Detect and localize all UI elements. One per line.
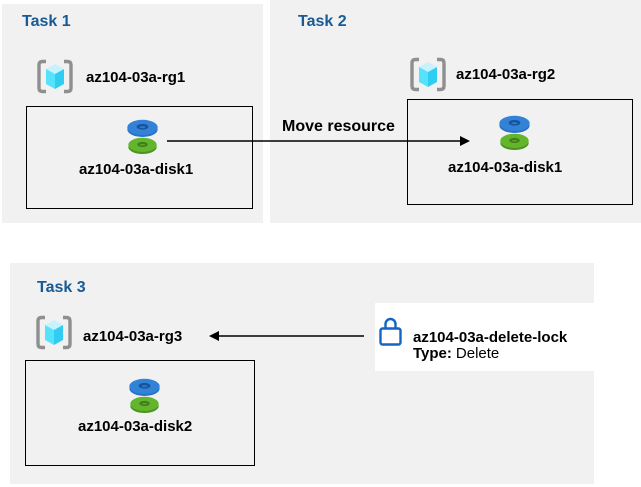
lock-background <box>375 303 641 371</box>
resource-group-icon <box>34 314 74 351</box>
task3-title: Task 3 <box>37 279 86 296</box>
task2-disk-label: az104-03a-disk1 <box>448 159 563 176</box>
task3-disk-box <box>25 360 255 466</box>
task1-disk-box <box>26 106 253 209</box>
task2-title: Task 2 <box>298 13 347 30</box>
task3-disk-label: az104-03a-disk2 <box>78 418 193 435</box>
task3-panel <box>10 263 594 484</box>
task2-resource-group-label: az104-03a-rg2 <box>456 66 556 83</box>
task2-disk-box <box>407 99 633 205</box>
disk-icon <box>127 378 162 414</box>
disk-icon <box>125 119 160 155</box>
lock-icon <box>379 317 402 346</box>
task2-panel <box>270 0 641 223</box>
lock-type-value: Delete <box>455 345 500 362</box>
move-resource-label: Move resource <box>282 118 395 135</box>
move-arrow <box>167 136 470 146</box>
resource-group-icon <box>35 58 75 95</box>
task1-resource-group-label: az104-03a-rg1 <box>86 69 186 86</box>
task1-disk-label: az104-03a-disk1 <box>79 161 194 178</box>
task1-title: Task 1 <box>22 13 71 30</box>
lock-arrow <box>209 331 364 341</box>
disk-icon <box>497 115 532 151</box>
lock-text-block: az104-03a-delete-lock Type:Delete <box>413 330 567 362</box>
lock-name-label: az104-03a-delete-lock <box>413 329 568 346</box>
resource-group-icon <box>408 56 448 93</box>
lock-type-label: Type: <box>413 345 452 362</box>
lock-type-line: Type:Delete <box>413 346 567 362</box>
task1-panel <box>2 4 263 223</box>
task3-resource-group-label: az104-03a-rg3 <box>83 328 183 345</box>
